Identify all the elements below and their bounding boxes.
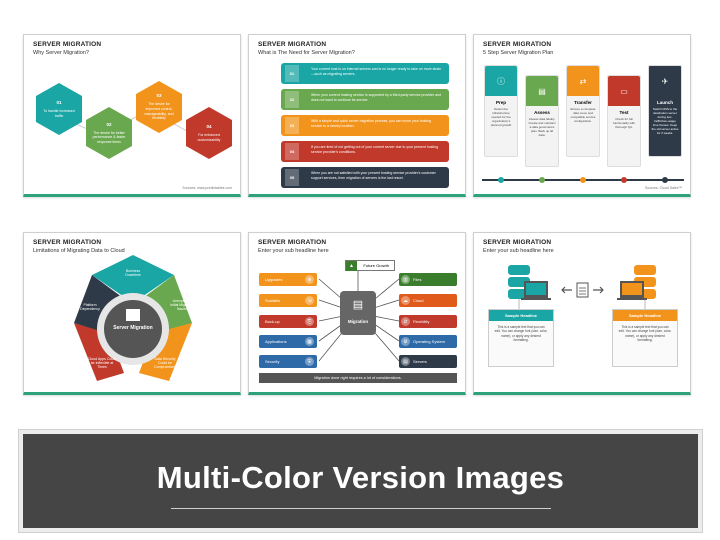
slide-subtitle: Why Server Migration? xyxy=(33,50,89,56)
files-icon: ▥ xyxy=(401,275,410,284)
center-label: Server Migration xyxy=(113,325,153,331)
slide-five-step-plan[interactable]: SERVER MIGRATION 5 Step Server Migration… xyxy=(473,34,691,197)
item-backup: Back-up⎘ xyxy=(259,315,317,328)
flex-icon: ⇵ xyxy=(401,317,410,326)
item-security: Security⛨ xyxy=(259,355,317,368)
scale-icon: ⇲ xyxy=(305,296,314,305)
growth-icon: ▲ xyxy=(346,261,357,271)
slide-subtitle: Limitations of Migrating Data to Cloud xyxy=(33,248,125,254)
banner-divider xyxy=(171,508,551,509)
item-scalable: Scalable⇲ xyxy=(259,294,317,307)
item-servers: ▤Servers xyxy=(399,355,457,368)
slide-title: SERVER MIGRATION xyxy=(258,41,327,48)
slide-subtitle: Enter your sub headline here xyxy=(258,248,329,254)
item-files: ▥Files xyxy=(399,273,457,286)
step-card-launch: ✈ Launch Switch DNS to the destination s… xyxy=(648,65,682,157)
slide-subtitle: 5 Step Server Migration Plan xyxy=(483,50,554,56)
slide-title: SERVER MIGRATION xyxy=(33,239,102,246)
need-row-4: 04 If you are tired of not getting out o… xyxy=(281,141,449,162)
server-icon: ▤ xyxy=(352,299,364,311)
slide-title: SERVER MIGRATION xyxy=(483,239,552,246)
slide-migration-hub[interactable]: SERVER MIGRATION Enter your sub headline… xyxy=(248,232,466,395)
slide-subtitle: What is The Need for Server Migration? xyxy=(258,50,355,56)
cloud-icon: ☁ xyxy=(401,296,410,305)
slide-why-migration[interactable]: SERVER MIGRATION Why Server Migration? 0… xyxy=(23,34,241,197)
need-row-1: 01 Your current host is on internal serv… xyxy=(281,63,449,84)
limitation-4: Cloud Apps Could be Inflexible at Times xyxy=(87,357,117,369)
limitation-2: Unexpected initial Migration Issues xyxy=(170,299,194,311)
item-flexibility: ⇵Flexibility xyxy=(399,315,457,328)
info-icon: ⓘ xyxy=(485,66,517,96)
left-info-box: Sample Headline This is a sample text th… xyxy=(488,309,554,367)
banner: Multi-Color Version Images xyxy=(18,429,703,533)
banner-title: Multi-Color Version Images xyxy=(156,460,565,495)
future-growth-item: ▲ Future Growth xyxy=(345,260,395,271)
item-cloud: ☁Cloud xyxy=(399,294,457,307)
item-operating-system: ⚙Operating System xyxy=(399,335,457,348)
need-row-3: 03 With a simple and quick server migrat… xyxy=(281,115,449,136)
shield-icon: ⛨ xyxy=(305,357,314,366)
slide-transfer[interactable]: SERVER MIGRATION Enter your sub headline… xyxy=(473,232,691,395)
step-card-test: ▭ Test Check for full functionality with… xyxy=(607,75,641,167)
hub-label: Migration xyxy=(347,319,369,324)
step-card-assess: ▤ Assess Assess data fidelity. Create an… xyxy=(525,75,559,167)
step-card-transfer: ⇄ Transfer Ensure a complete data move a… xyxy=(566,65,600,157)
right-info-box: Sample Headline This is a sample text th… xyxy=(612,309,678,367)
slide-title: SERVER MIGRATION xyxy=(258,239,327,246)
server-icon: ▤ xyxy=(401,357,410,366)
pentagon-diagram xyxy=(74,255,192,381)
limitation-1: Business Downtime xyxy=(125,269,141,277)
gear-icon: ⚙ xyxy=(401,337,410,346)
step-card-prep: ⓘ Prep Determine infrastructure needed f… xyxy=(484,65,518,157)
plus-icon: ⊕ xyxy=(305,275,314,284)
hex-reason-3: 03 The desire for improved control, mana… xyxy=(136,81,182,133)
slide-source: Sources: Cloud Sales™ xyxy=(644,186,682,190)
limitation-3: Data Security Could be Compromised xyxy=(154,357,176,369)
item-applications: Applications▦ xyxy=(259,335,317,348)
slide-need-for-migration[interactable]: SERVER MIGRATION What is The Need for Se… xyxy=(248,34,466,197)
slide-source: Sources: www.predictables.com xyxy=(182,186,232,190)
laptop-icon: ▭ xyxy=(608,76,640,106)
item-upgrades: Upgrades⊕ xyxy=(259,273,317,286)
slide-subtitle: Enter your sub headline here xyxy=(483,248,554,254)
backup-icon: ⎘ xyxy=(305,317,314,326)
slide-limitations[interactable]: SERVER MIGRATION Limitations of Migratin… xyxy=(23,232,241,395)
document-icon: ▤ xyxy=(526,76,558,106)
hub-footer: Migration done right requires a lot of c… xyxy=(259,373,457,383)
need-row-5: 05 When you are not satisfied with your … xyxy=(281,167,449,188)
slide-title: SERVER MIGRATION xyxy=(33,41,102,48)
need-row-2: 02 When your current hosting service is … xyxy=(281,89,449,110)
transfer-icon: ⇄ xyxy=(567,66,599,96)
rocket-icon: ✈ xyxy=(649,66,681,96)
hex-reason-4: 04 For enhanced customizability xyxy=(186,107,232,159)
transfer-graphic xyxy=(508,265,656,309)
limitation-5: Platform Dependency xyxy=(80,303,100,311)
hub-connectors xyxy=(318,269,400,362)
slide-title: SERVER MIGRATION xyxy=(483,41,552,48)
apps-icon: ▦ xyxy=(305,337,314,346)
timeline xyxy=(482,177,684,183)
